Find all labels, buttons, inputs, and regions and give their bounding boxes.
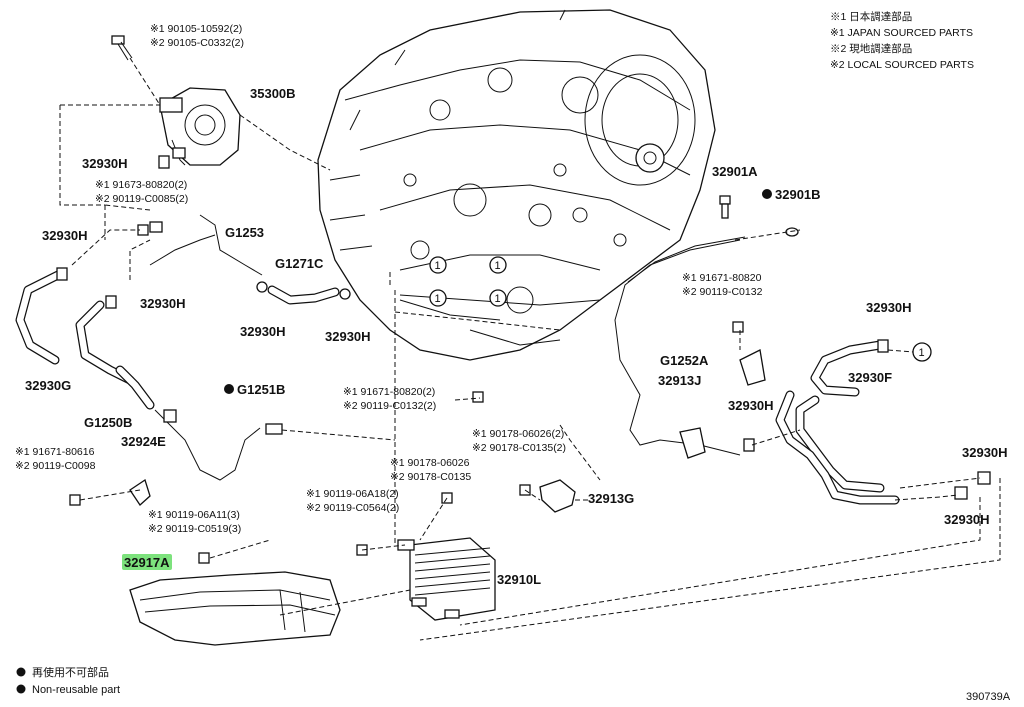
clamp-icon — [56, 267, 68, 281]
legend-bottom: 再使用不可部品 Non-reusable part — [16, 665, 120, 696]
part-label: 32930H — [42, 228, 88, 243]
bracket-32913j — [739, 349, 766, 386]
oil-pump-35300b — [159, 87, 241, 166]
part-number-label: ※2 90119-C0564(2) — [306, 502, 399, 514]
bolt-icon — [137, 224, 149, 236]
svg-text:1: 1 — [435, 260, 441, 272]
part-number-label: ※2 90178-C0135(2) — [472, 442, 566, 454]
part-label: 32913J — [658, 373, 701, 388]
figure-code: 390739A — [966, 691, 1011, 703]
part-label: G1253 — [225, 225, 264, 240]
part-label: 32930H — [944, 512, 990, 527]
hose-32930f — [775, 340, 900, 505]
svg-text:※2 現地調達部品: ※2 現地調達部品 — [830, 42, 912, 55]
transaxle-housing — [317, 9, 716, 361]
svg-text:1: 1 — [495, 293, 501, 305]
part-number-label: ※1 90119-06A11(3) — [148, 509, 240, 521]
part-label: G1252A — [660, 353, 709, 368]
part-label: 32930H — [728, 398, 774, 413]
hose-g1271c — [267, 285, 351, 305]
clamp-icon — [877, 339, 889, 353]
clamp-icon — [743, 438, 755, 452]
bolt-icon — [472, 391, 484, 403]
part-label: 32930G — [25, 378, 71, 393]
part-number-label: ※2 90119-C0132(2) — [343, 400, 436, 412]
svg-text:32917A: 32917A — [124, 555, 170, 570]
hose-32930g-b — [75, 300, 135, 385]
svg-text:再使用不可部品: 再使用不可部品 — [32, 665, 109, 679]
svg-text:※2 LOCAL SOURCED PARTS: ※2 LOCAL SOURCED PARTS — [830, 59, 974, 71]
svg-text:1: 1 — [495, 260, 501, 272]
part-label: 32930H — [82, 156, 128, 171]
svg-text:Non-reusable part: Non-reusable part — [32, 684, 120, 696]
part-label: 32930H — [866, 300, 912, 315]
part-label: 32930H — [140, 296, 186, 311]
tube-g1253 — [149, 214, 268, 293]
leader-lines — [59, 104, 1001, 641]
svg-text:※1 JAPAN SOURCED PARTS: ※1 JAPAN SOURCED PARTS — [830, 27, 973, 39]
part-label: 32930H — [325, 329, 371, 344]
svg-text:1: 1 — [919, 347, 925, 359]
part-number-label: ※1 91671-80820 — [682, 272, 762, 284]
part-number-label: ※2 90178-C0135 — [390, 471, 471, 483]
part-label: G1271C — [275, 256, 324, 271]
part-number-label: ※1 91671-80820(2) — [343, 386, 435, 398]
part-label: G1250B — [84, 415, 132, 430]
part-label: 32910L — [497, 572, 541, 587]
part-label: 32924E — [121, 434, 166, 449]
non-reusable-marker — [762, 189, 772, 199]
svg-text:※1 日本調達部品: ※1 日本調達部品 — [830, 10, 912, 23]
clamp-icon — [977, 471, 991, 485]
part-number-label: ※2 90119-C0519(3) — [148, 523, 241, 535]
ref-marker-1: 1 — [489, 256, 507, 274]
clamp-icon — [105, 295, 117, 309]
highlighted-part-32917a[interactable]: 32917A — [122, 554, 172, 570]
part-number-label: ※2 90105-C0332(2) — [150, 37, 244, 49]
non-reusable-marker — [224, 384, 234, 394]
part-label: 32930H — [240, 324, 286, 339]
bracket-32924e — [129, 478, 151, 506]
tube-g1250b — [115, 365, 283, 481]
drain-plug-32901a — [719, 195, 731, 219]
ref-marker-1: 1 — [429, 256, 447, 274]
clamp-icon — [158, 155, 170, 169]
bolt-icon — [69, 494, 81, 506]
legend-top: ※1 日本調達部品 ※1 JAPAN SOURCED PARTS ※2 現地調達… — [830, 10, 974, 71]
pipe-g1252a — [614, 236, 746, 456]
ref-marker-1: 1 — [429, 289, 447, 307]
part-number-label: ※2 90119-C0085(2) — [95, 193, 188, 205]
part-number-label: ※1 90105-10592(2) — [150, 23, 242, 35]
svg-text:1: 1 — [435, 293, 441, 305]
oil-cooler-32910l — [397, 537, 496, 621]
hose-32930g — [15, 270, 63, 365]
part-number-label: ※1 90119-06A18(2) — [306, 488, 399, 500]
air-duct-32917a — [129, 571, 341, 646]
part-number-label: ※1 91673-80820(2) — [95, 179, 187, 191]
part-number-label: ※2 90119-C0098 — [15, 460, 96, 472]
bolt-icon — [111, 35, 133, 61]
part-number-label: ※2 90119-C0132 — [682, 286, 763, 298]
bolt-icon — [198, 552, 210, 564]
bracket-icon — [679, 427, 706, 459]
part-label: 32930H — [962, 445, 1008, 460]
part-number-label: ※1 90178-06026(2) — [472, 428, 564, 440]
part-label: 32901A — [712, 164, 758, 179]
bracket-32913g — [539, 479, 576, 513]
part-label: 32913G — [588, 491, 634, 506]
part-number-label: ※1 90178-06026 — [390, 457, 470, 469]
part-number-label: ※1 91671-80616 — [15, 446, 95, 458]
part-label: 32930F — [848, 370, 892, 385]
part-label: 32901B — [775, 187, 821, 202]
ref-marker-1: 1 — [489, 289, 507, 307]
clamp-icon — [954, 486, 968, 500]
bolt-icon — [732, 321, 744, 333]
part-label: G1251B — [237, 382, 285, 397]
ref-marker-1: 1 — [912, 342, 932, 362]
part-label: 35300B — [250, 86, 296, 101]
gasket-32901b — [785, 227, 799, 237]
